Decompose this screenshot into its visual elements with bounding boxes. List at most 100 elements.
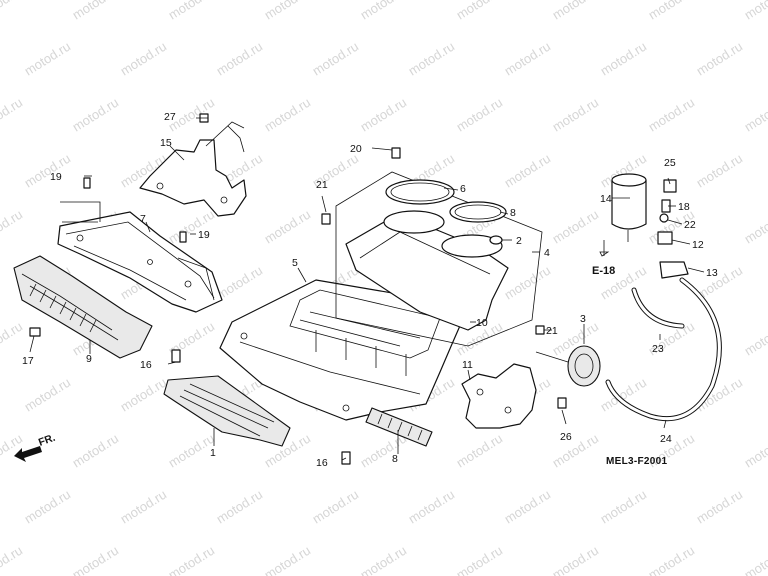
callout-20: 20 xyxy=(350,143,362,155)
callout-6: 6 xyxy=(460,183,466,195)
callout-18: 18 xyxy=(678,201,690,213)
watermark-text: motod.ru xyxy=(598,487,649,527)
watermark-text: motod.ru xyxy=(262,95,313,135)
watermark-text: motod.ru xyxy=(454,0,505,23)
watermark-text: motod.ru xyxy=(22,487,73,527)
watermark-text: motod.ru xyxy=(550,543,601,576)
part-9-side-cover xyxy=(13,255,153,359)
front-direction-arrow-icon xyxy=(14,446,42,462)
watermark-text: motod.ru xyxy=(166,0,217,23)
watermark-text: motod.ru xyxy=(502,263,553,303)
callout-22: 22 xyxy=(684,219,696,231)
watermark-text: motod.ru xyxy=(358,95,409,135)
watermark-text: motod.ru xyxy=(742,319,768,359)
callout-7: 7 xyxy=(140,213,146,225)
part-8-strip xyxy=(365,407,433,447)
watermark-text: motod.ru xyxy=(22,375,73,415)
callout-11: 11 xyxy=(462,359,473,371)
watermark-text: motod.ru xyxy=(550,0,601,23)
bolts xyxy=(29,113,567,465)
callout-25: 25 xyxy=(664,157,676,169)
watermark-text: motod.ru xyxy=(646,543,697,576)
part-11-bracket xyxy=(461,363,537,429)
callout-26: 26 xyxy=(560,431,572,443)
watermark-text: motod.ru xyxy=(214,487,265,527)
watermark-text: motod.ru xyxy=(310,487,361,527)
callout-24: 24 xyxy=(660,433,672,445)
callout-9: 9 xyxy=(86,353,92,365)
watermark-text: motod.ru xyxy=(646,95,697,135)
callout-21a: 21 xyxy=(316,179,328,191)
watermark-text: motod.ru xyxy=(454,543,505,576)
watermark-text: motod.ru xyxy=(358,543,409,576)
watermark-text: motod.ru xyxy=(166,543,217,576)
watermark-text: motod.ru xyxy=(406,39,457,79)
watermark-text: motod.ru xyxy=(502,39,553,79)
leader-lines xyxy=(29,117,705,461)
watermark-text: motod.ru xyxy=(550,207,601,247)
callout-10: 10 xyxy=(476,317,488,329)
callout-12: 12 xyxy=(692,239,704,251)
part-15-bracket xyxy=(139,121,247,217)
watermark-text: motod.ru xyxy=(406,487,457,527)
watermark-text: motod.ru xyxy=(22,151,73,191)
watermark-text: motod.ru xyxy=(310,39,361,79)
part-14-canister xyxy=(611,173,647,242)
callout-17: 17 xyxy=(22,355,34,367)
watermark-text: motod.ru xyxy=(742,431,768,471)
watermark-text: motod.ru xyxy=(0,543,25,576)
callout-2: 2 xyxy=(516,235,522,247)
callout-8a: 8 xyxy=(510,207,516,219)
callout-21b: 21 xyxy=(546,325,558,337)
watermark-text: motod.ru xyxy=(646,0,697,23)
watermark-text: motod.ru xyxy=(262,207,313,247)
watermark-text: motod.ru xyxy=(358,0,409,23)
callout-19a: 19 xyxy=(50,171,62,183)
watermark-text: motod.ru xyxy=(262,0,313,23)
watermark-text: motod.ru xyxy=(0,207,25,247)
watermark-text: motod.ru xyxy=(70,431,121,471)
watermark-text: motod.ru xyxy=(262,543,313,576)
watermark-text: motod.ru xyxy=(694,375,745,415)
callout-14: 14 xyxy=(600,193,612,205)
watermark-text: motod.ru xyxy=(118,375,169,415)
assembly-box xyxy=(335,171,543,347)
watermark-text: motod.ru xyxy=(742,0,768,23)
watermark-text: motod.ru xyxy=(598,375,649,415)
callout-23: 23 xyxy=(652,343,664,355)
watermark-text: motod.ru xyxy=(0,0,25,23)
watermark-text: motod.ru xyxy=(214,39,265,79)
ref-code-label: E-18 xyxy=(592,265,615,277)
watermark-text: motod.ru xyxy=(550,95,601,135)
part-7-air-guide xyxy=(57,211,223,313)
watermark-text: motod.ru xyxy=(742,95,768,135)
watermark-text: motod.ru xyxy=(22,39,73,79)
callout-16a: 16 xyxy=(140,359,152,371)
callout-13: 13 xyxy=(706,267,718,279)
watermark-text: motod.ru xyxy=(70,0,121,23)
watermark-text: motod.ru xyxy=(694,487,745,527)
callouts: 1 2 3 4 5 6 7 8 8 9 10 11 12 13 14 15 16… xyxy=(22,111,718,469)
diagram-code-label: MEL3-F2001 xyxy=(606,456,667,467)
watermark-text: motod.ru xyxy=(454,431,505,471)
watermark-text: motod.ru xyxy=(502,151,553,191)
callout-15: 15 xyxy=(160,137,172,149)
callout-3: 3 xyxy=(580,313,586,325)
callout-1: 1 xyxy=(210,447,216,459)
watermark-text: motod.ru xyxy=(502,487,553,527)
callout-19b: 19 xyxy=(198,229,210,241)
callout-4: 4 xyxy=(544,247,550,259)
watermark-text: motod.ru xyxy=(70,543,121,576)
watermark-text: motod.ru xyxy=(694,151,745,191)
hoses xyxy=(605,277,722,422)
watermark-text: motod.ru xyxy=(742,543,768,576)
part-3-valve xyxy=(535,345,601,387)
part-1-plate xyxy=(163,375,291,447)
watermark-text: motod.ru xyxy=(550,431,601,471)
callout-16b: 16 xyxy=(316,457,328,469)
watermark-text: motod.ru xyxy=(694,39,745,79)
direction-label: FR. xyxy=(37,432,57,449)
watermark-text: motod.ru xyxy=(70,95,121,135)
callout-5: 5 xyxy=(292,257,298,269)
